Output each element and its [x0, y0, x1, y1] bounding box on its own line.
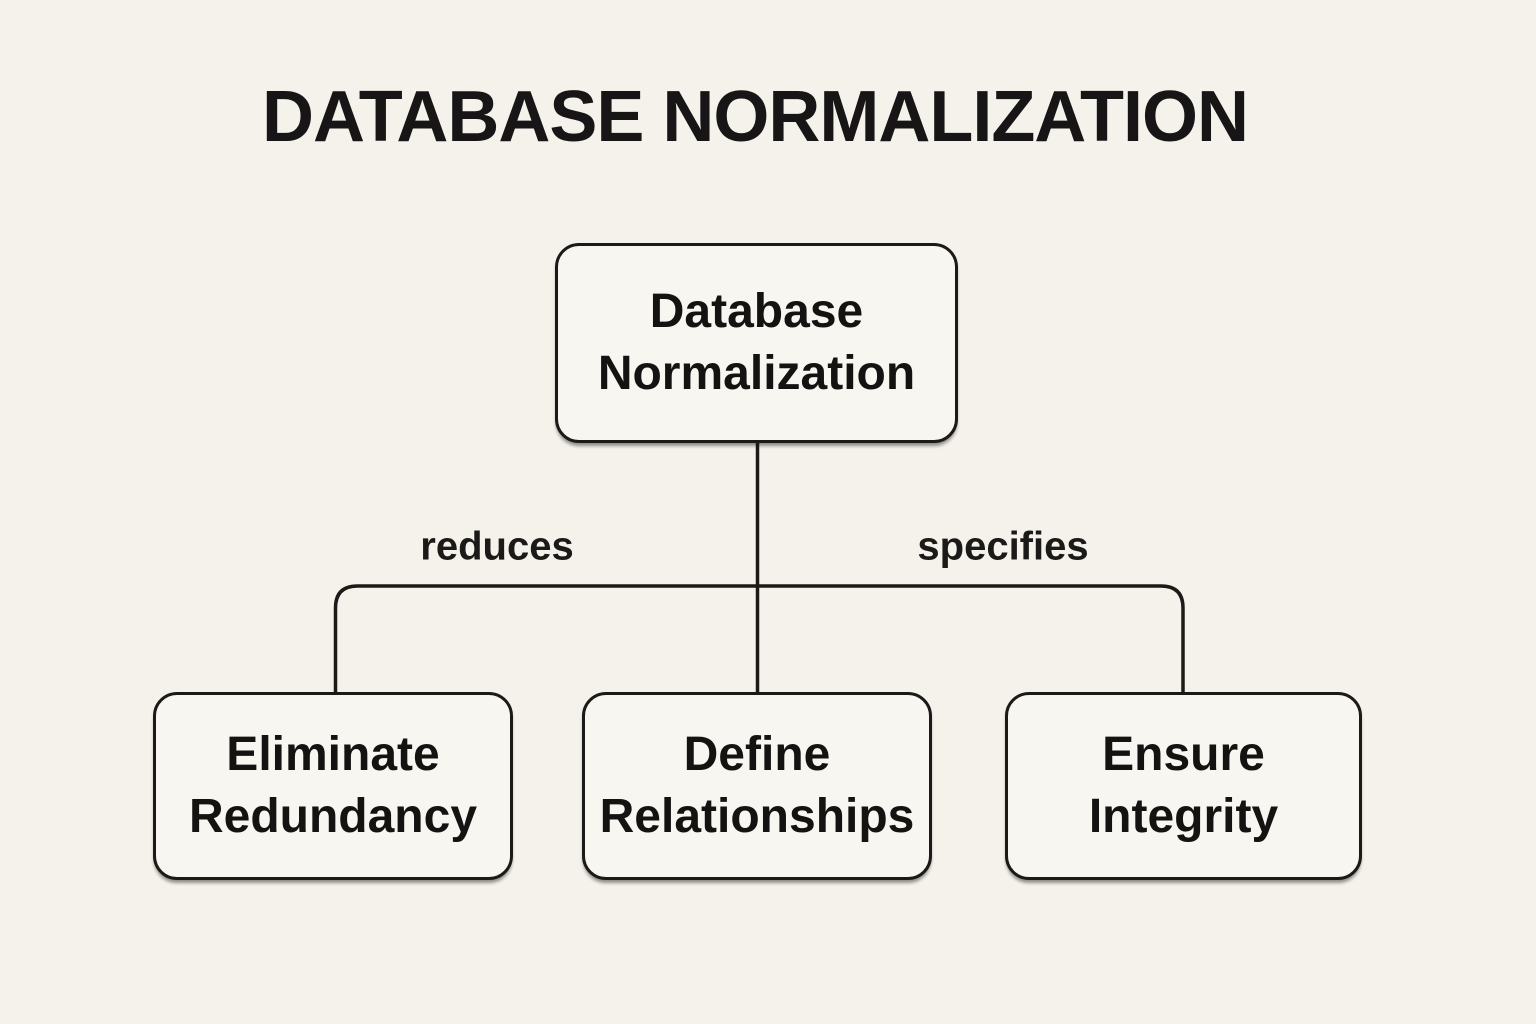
edge-branch-left-right — [333, 584, 1185, 692]
edge-label-reduces: reduces — [420, 524, 574, 569]
node-label-line: Redundancy — [188, 790, 478, 843]
edge-label-specifies: specifies — [917, 524, 1089, 569]
node-label-line: Database — [649, 284, 864, 338]
node-label-line: Eliminate — [226, 727, 440, 781]
page-title: DATABASE NORMALIZATION — [262, 77, 1249, 157]
node-label-line: Define — [683, 727, 831, 781]
node-ensure-integrity: Ensure Integrity — [1005, 692, 1362, 880]
node-label-line: Ensure — [1102, 727, 1265, 781]
node-label-line: Integrity — [1088, 790, 1279, 843]
node-database-normalization: Database Normalization — [555, 243, 958, 443]
node-label-line: Normalization — [597, 347, 916, 400]
node-define-relationships: Define Relationships — [582, 692, 932, 880]
node-eliminate-redundancy: Eliminate Redundancy — [153, 692, 513, 880]
node-label-line: Relationships — [599, 790, 915, 843]
